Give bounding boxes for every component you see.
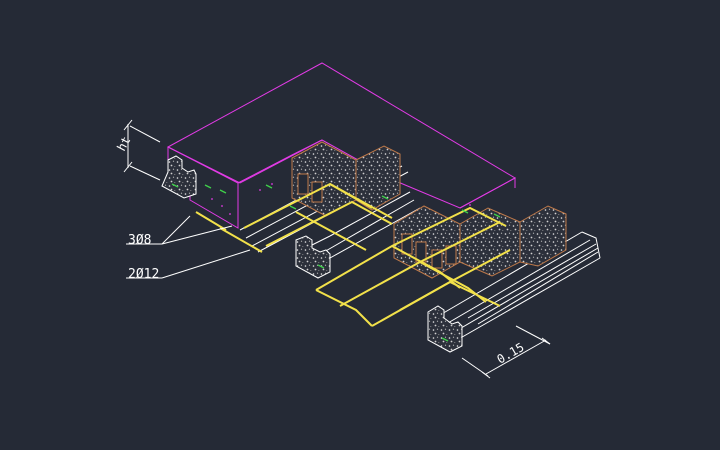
rebar-cage <box>195 182 511 327</box>
rebar-trans-2 <box>219 227 263 253</box>
rebar-long-2 <box>265 200 393 247</box>
rebar-long-3 <box>315 206 507 291</box>
rebar-trans-3 <box>329 183 393 219</box>
width-dimension-label: 0.15 <box>495 340 527 367</box>
slab-cut-edge <box>459 177 516 209</box>
rebar-trans-1 <box>195 211 227 231</box>
hollow-block-cells <box>297 173 457 269</box>
ht-label: ht <box>114 134 133 153</box>
rebar-trans-5 <box>315 289 373 327</box>
green-tick-marks <box>171 183 501 342</box>
rebar-trans-4 <box>295 211 367 251</box>
hollow-block-2 <box>355 145 401 211</box>
hollow-block-5 <box>519 205 567 267</box>
callout-leader-bars <box>126 249 251 279</box>
callout-leader-stirrup <box>126 215 233 245</box>
stirrup-callout-label: 3Ø8 <box>128 233 151 248</box>
joist-left-end-profile <box>295 235 331 279</box>
width-dimension <box>461 325 551 379</box>
bars-callout-label: 2Ø12 <box>128 267 159 282</box>
hollow-block-row-front <box>291 141 567 279</box>
ht-dimension <box>123 119 161 181</box>
slab-left-end-joist-profile <box>161 155 197 199</box>
rebar-trans-8 <box>399 280 501 311</box>
slab-top-face <box>166 62 517 209</box>
slab-right-edge <box>237 139 323 184</box>
joist-right-end-profile <box>427 305 463 353</box>
